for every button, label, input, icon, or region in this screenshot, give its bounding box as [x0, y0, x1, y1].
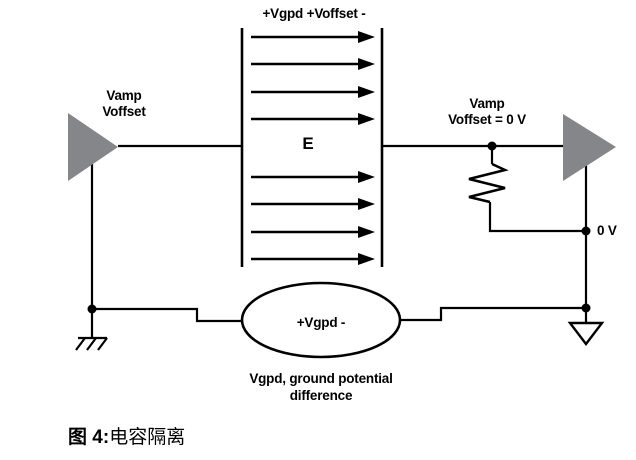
junction-dot-left-ground [87, 304, 97, 314]
right-amplifier-icon [563, 114, 616, 181]
left-amp-label-line2: Voffset [102, 104, 146, 119]
e-field-arrows-icon [251, 31, 375, 265]
junction-dot-right-ground [581, 303, 591, 313]
junction-dot-zero-volt [581, 226, 591, 236]
figure-caption: 图 4:电容隔离 [68, 422, 185, 449]
right-amp-label: Vamp Voffset = 0 V [427, 96, 547, 128]
capacitor-plates [240, 28, 384, 267]
left-amp-label: Vamp Voffset [74, 88, 174, 120]
gpd-note: Vgpd, ground potential difference [221, 370, 421, 404]
gpd-note-line2: difference [289, 388, 353, 403]
figure-caption-title: 电容隔离 [109, 427, 186, 448]
chassis-ground-icon [75, 336, 108, 351]
junction-dots [87, 141, 591, 314]
gpd-note-line1: Vgpd, ground potential [249, 371, 393, 386]
vgpd-source-ellipse [240, 281, 402, 359]
left-amplifier-icon [68, 113, 118, 181]
right-amp-label-line1: Vamp [469, 96, 505, 111]
wire-ground-to-source-left [92, 307, 244, 323]
top-voltage-label: +Vgpd +Voffset - [262, 6, 366, 21]
resistor-icon [468, 162, 509, 204]
wire-source-to-ground-right [399, 306, 586, 322]
right-amp-label-line2: Voffset = 0 V [448, 112, 526, 127]
e-field-label: E [302, 134, 314, 153]
junction-dot-resistor-top [487, 141, 497, 151]
earth-ground-icon [567, 321, 605, 346]
left-amp-label-line1: Vamp [106, 88, 142, 103]
circuit-wires [90, 144, 588, 337]
wire-resistor-bottom [488, 202, 586, 233]
zero-volt-label: 0 V [597, 223, 617, 238]
figure-caption-number: 图 4: [68, 427, 110, 448]
vgpd-source-label: +Vgpd - [296, 315, 346, 330]
